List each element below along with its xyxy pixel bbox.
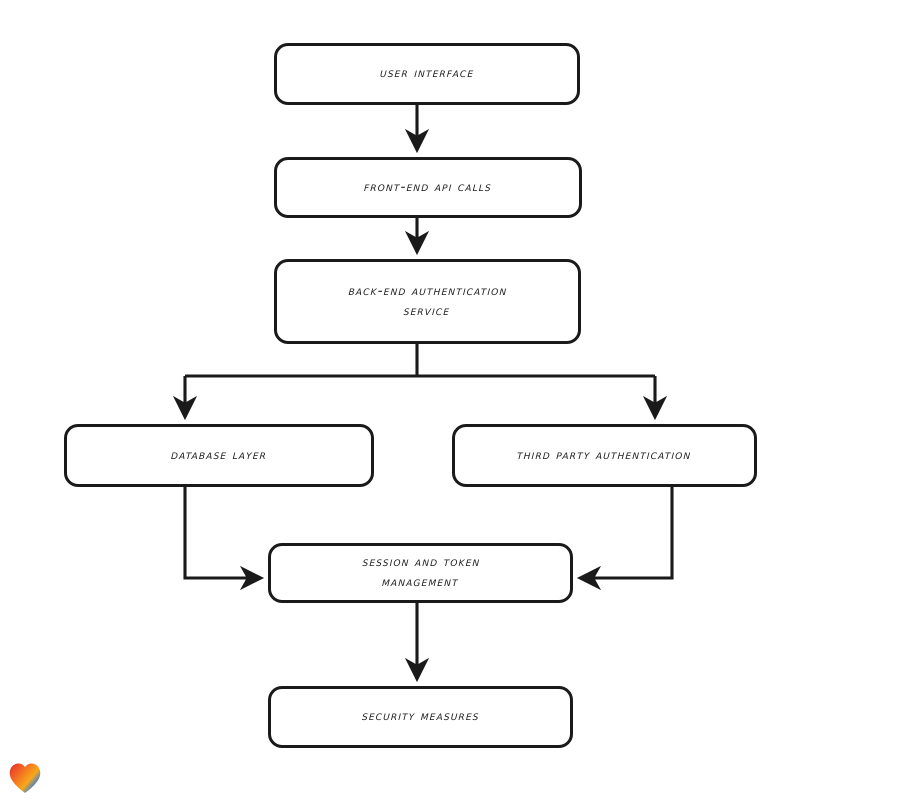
node-user-interface[interactable]: User Interface — [274, 43, 580, 105]
node-label: Database Layer — [170, 446, 268, 463]
node-label: Security Measures — [361, 708, 480, 725]
node-database-layer[interactable]: Database Layer — [64, 424, 374, 487]
node-security-measures[interactable]: Security Measures — [268, 686, 573, 748]
node-label: Third Party Authentication — [516, 446, 693, 463]
node-backend-authentication-service[interactable]: Back-End Authentication Service — [274, 259, 581, 344]
node-label: User Interface — [379, 65, 475, 82]
node-label: Session and Token Management — [361, 554, 481, 590]
node-third-party-authentication[interactable]: Third Party Authentication — [452, 424, 757, 487]
node-label: Front-End API Calls — [363, 178, 493, 195]
node-session-and-token-management[interactable]: Session and Token Management — [268, 543, 573, 603]
edge-thirdparty-to-session — [576, 487, 674, 591]
node-label: Back-End Authentication Service — [348, 282, 508, 319]
node-frontend-api-calls[interactable]: Front-End API Calls — [274, 157, 582, 218]
edge-database-to-session — [183, 487, 265, 591]
heart-icon — [9, 763, 41, 793]
